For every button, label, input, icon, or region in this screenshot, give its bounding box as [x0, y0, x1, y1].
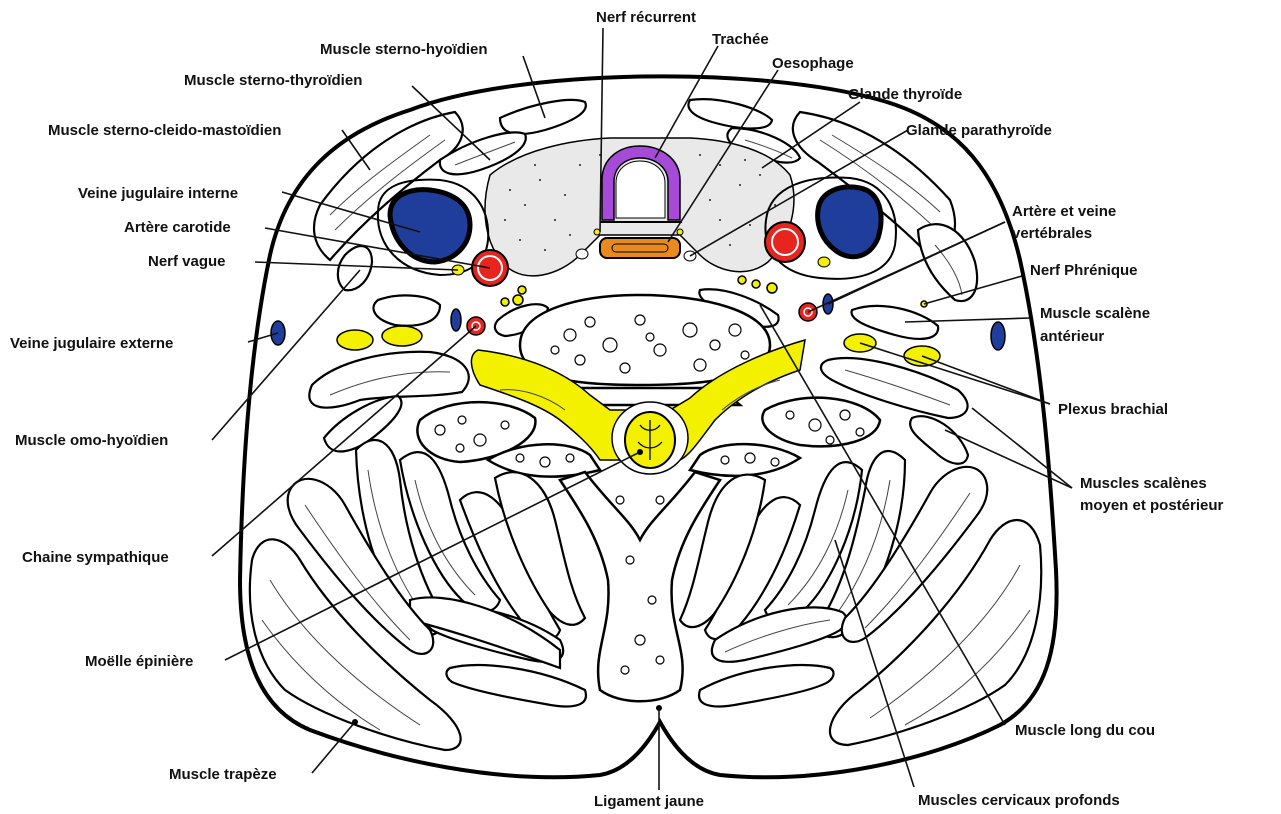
label-vertebrales-line1: Artère et veine [1012, 203, 1116, 220]
label-ligament-jaune: Ligament jaune [594, 793, 704, 810]
label-omo-hyoidien: Muscle omo-hyoïdien [15, 432, 168, 449]
pointer-dot [352, 719, 358, 725]
label-glande-thyroide: Glande thyroïde [848, 86, 962, 103]
label-scalene-anterieur-line2: antérieur [1040, 328, 1104, 345]
label-long-du-cou: Muscle long du cou [1015, 722, 1155, 739]
recurrent-nerve-right [677, 229, 683, 235]
trachea-lumen [616, 161, 665, 218]
label-moelle-epiniere: Moëlle épinière [85, 653, 193, 670]
label-jugulaire-interne: Veine jugulaire interne [78, 185, 238, 202]
pointer-dot [637, 449, 643, 455]
label-oesophage: Oesophage [772, 55, 854, 72]
label-trachee: Trachée [712, 31, 769, 48]
label-sterno-cleido: Muscle sterno-cleido-mastoïdien [48, 122, 281, 139]
label-nerf-recurrent: Nerf récurrent [596, 9, 696, 26]
vertebral-vein-left [451, 309, 461, 331]
label-jugulaire-externe: Veine jugulaire externe [10, 335, 173, 352]
label-scalenes-line1: Muscles scalènes [1080, 475, 1207, 492]
label-sterno-thyroidien: Muscle sterno-thyroïdien [184, 72, 362, 89]
label-scalene-anterieur-line1: Muscle scalène [1040, 305, 1150, 322]
label-plexus-brachial: Plexus brachial [1058, 401, 1168, 418]
label-trapeze: Muscle trapèze [169, 766, 277, 783]
external-jugular-right [991, 322, 1005, 350]
label-cervicaux-profonds: Muscles cervicaux profonds [918, 792, 1120, 809]
label-chaine-sympathique: Chaine sympathique [22, 549, 169, 566]
label-scalenes-line2: moyen et postérieur [1080, 497, 1224, 514]
recurrent-nerve-left [594, 229, 600, 235]
label-vertebrales-line2: vertébrales [1012, 225, 1092, 242]
label-sterno-hyoidien: Muscle sterno-hyoïdien [320, 41, 488, 58]
label-glande-parathyroide: Glande parathyroïde [906, 122, 1052, 139]
parathyroid-left [576, 249, 588, 259]
label-carotide: Artère carotide [124, 219, 231, 236]
label-nerf-vague: Nerf vague [148, 253, 226, 270]
label-nerf-phrenique: Nerf Phrénique [1030, 262, 1138, 279]
